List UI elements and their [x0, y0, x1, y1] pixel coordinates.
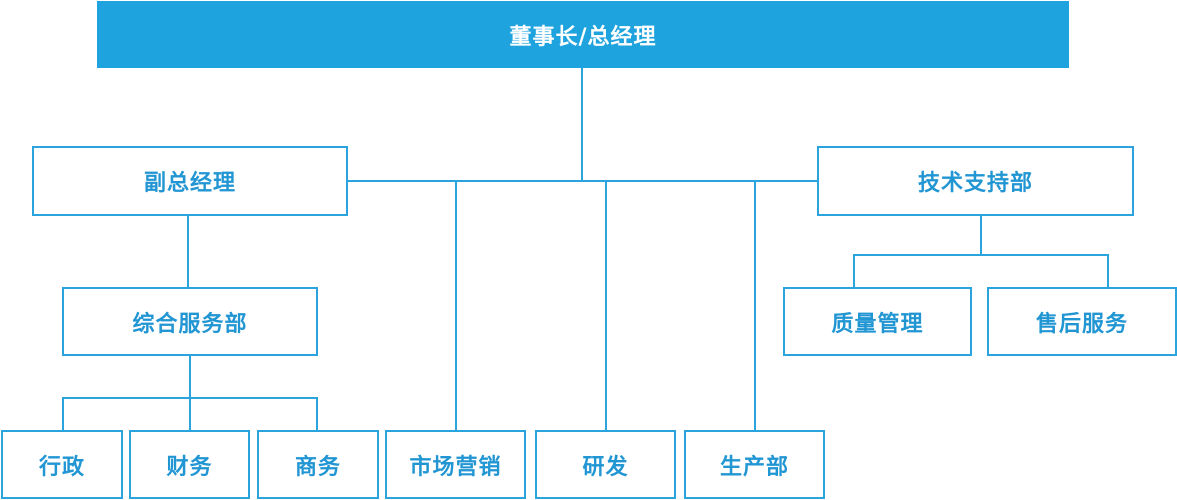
- connector-vp-to-general: [187, 214, 189, 288]
- node-production: 生产部: [684, 430, 825, 499]
- connector-tech-horizontal: [853, 254, 1109, 256]
- node-rnd: 研发: [535, 430, 676, 499]
- node-ceo: 董事长/总经理: [97, 1, 1069, 68]
- connector-business: [316, 397, 318, 431]
- connector-main-horizontal: [347, 180, 819, 182]
- node-vp: 副总经理: [32, 146, 348, 216]
- node-admin: 行政: [1, 430, 123, 499]
- connector-after-sales: [1107, 254, 1109, 288]
- node-marketing: 市场营销: [385, 430, 526, 499]
- node-business: 商务: [257, 430, 379, 499]
- node-quality: 质量管理: [783, 287, 972, 356]
- connector-production: [754, 181, 756, 431]
- node-tech-support: 技术支持部: [817, 146, 1134, 216]
- connector-admin: [62, 397, 64, 431]
- connector-finance: [189, 397, 191, 431]
- connector-general-down: [189, 354, 191, 398]
- connector-ceo-trunk: [581, 67, 583, 182]
- node-general-services: 综合服务部: [62, 287, 318, 356]
- connector-tech-down: [980, 214, 982, 256]
- connector-rnd: [605, 181, 607, 431]
- node-finance: 财务: [129, 430, 250, 499]
- connector-quality: [853, 254, 855, 288]
- connector-marketing: [455, 181, 457, 431]
- node-after-sales: 售后服务: [987, 287, 1177, 356]
